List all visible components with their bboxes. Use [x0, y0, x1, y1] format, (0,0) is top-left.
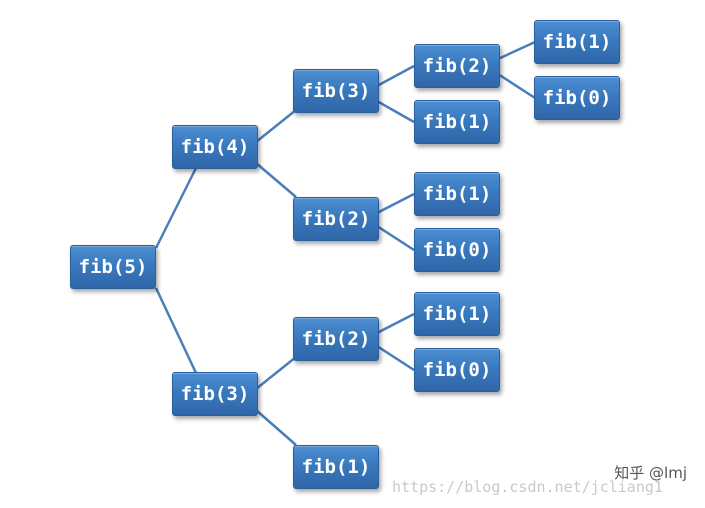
edge — [255, 356, 297, 390]
edge — [497, 72, 536, 100]
edge — [376, 344, 415, 372]
edge — [376, 224, 415, 252]
edge — [154, 167, 198, 249]
node-fib1: fib(1) — [534, 20, 620, 64]
edge — [376, 192, 415, 215]
edge — [255, 109, 297, 143]
node-fib0: fib(0) — [414, 228, 500, 272]
edge — [497, 40, 536, 61]
node-fib0: fib(0) — [534, 76, 620, 120]
url-watermark: https://blog.csdn.net/jcliang1 — [392, 478, 663, 496]
node-fib1: fib(1) — [293, 445, 379, 489]
node-fib0: fib(0) — [414, 348, 500, 392]
edge — [376, 312, 415, 335]
edge — [376, 99, 415, 124]
node-fib1: fib(1) — [414, 292, 500, 336]
edge — [376, 64, 415, 88]
node-fib5: fib(5) — [70, 245, 156, 289]
node-fib2: fib(2) — [414, 44, 500, 88]
node-fib3: fib(3) — [293, 69, 379, 113]
node-fib1: fib(1) — [414, 100, 500, 144]
node-fib4: fib(4) — [172, 125, 258, 169]
node-fib3: fib(3) — [172, 372, 258, 416]
node-fib1: fib(1) — [414, 172, 500, 216]
node-fib2: fib(2) — [293, 317, 379, 361]
edge — [154, 287, 198, 374]
zhihu-watermark: 知乎 @lmj — [614, 464, 687, 482]
edge — [255, 162, 297, 198]
edge — [255, 409, 297, 446]
node-fib2: fib(2) — [293, 197, 379, 241]
